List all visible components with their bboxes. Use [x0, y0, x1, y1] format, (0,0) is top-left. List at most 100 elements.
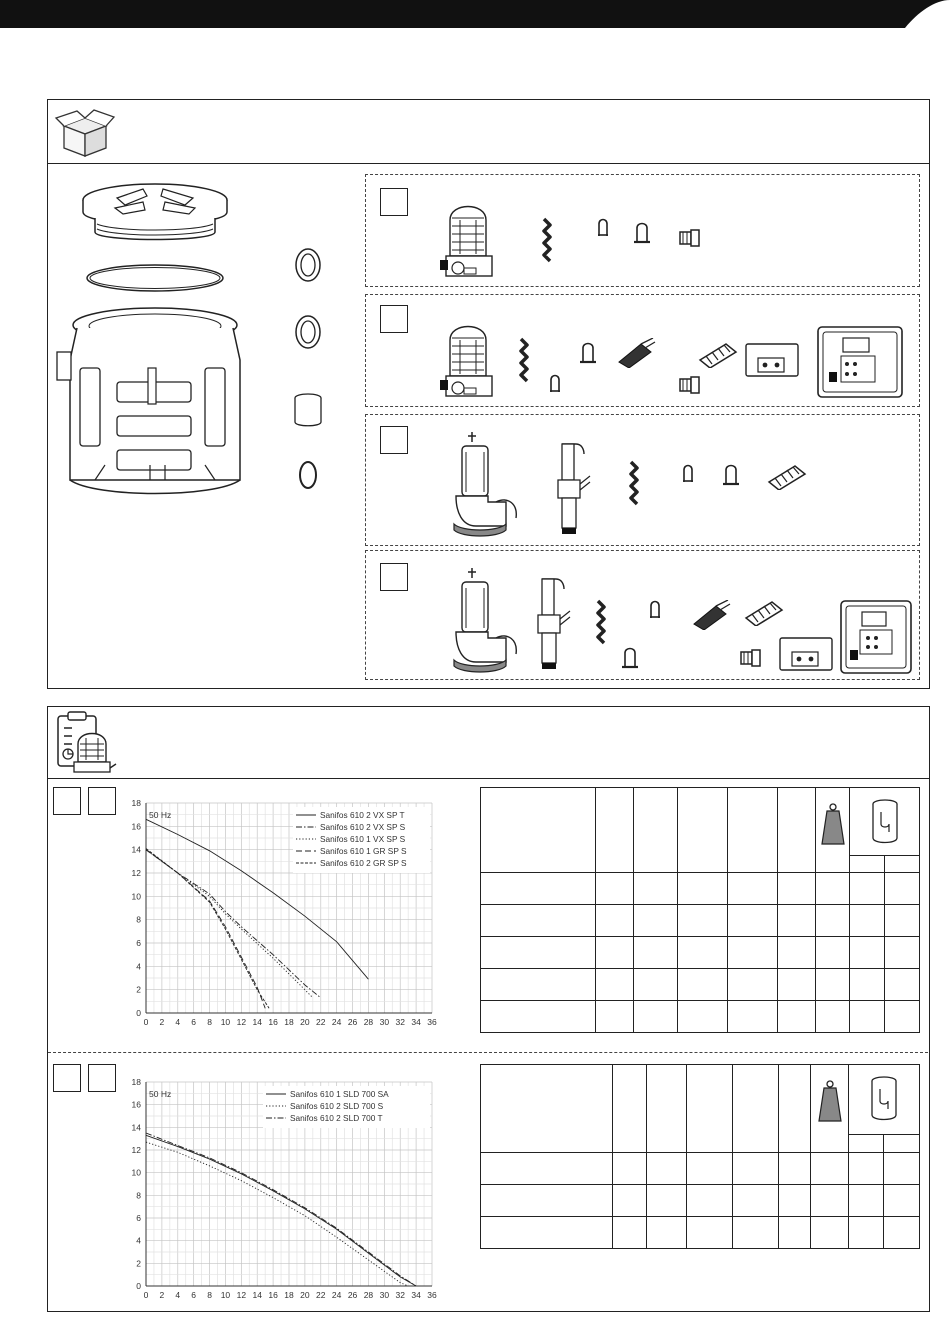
- weight-icon: [820, 803, 845, 845]
- float-switch-icon: [618, 338, 656, 368]
- x-tick-label: 14: [252, 1290, 262, 1300]
- cable-connector-icon: [698, 343, 738, 368]
- x-tick-label: 8: [207, 1290, 212, 1300]
- sleeve-part: [294, 393, 322, 427]
- x-tick-label: 34: [411, 1290, 421, 1300]
- x-tick-label: 4: [175, 1017, 180, 1027]
- frequency-annotation: 50 Hz: [149, 810, 171, 820]
- spec-header-cell: [480, 787, 596, 873]
- variant-number-box-2: [380, 305, 408, 333]
- tank-exploded-drawing: [56, 183, 241, 495]
- legend-background: [293, 807, 430, 873]
- y-tick-label: 4: [136, 1236, 141, 1246]
- x-tick-label: 12: [237, 1290, 247, 1300]
- spec-subheader-cell: [883, 1134, 920, 1153]
- tank-volume-icon: [871, 799, 898, 844]
- table-row: [480, 968, 920, 1001]
- legend-entry: Sanifos 610 2 VX SP T: [320, 810, 405, 820]
- spec-table-1: [480, 787, 920, 1033]
- lifting-chain-icon: [629, 460, 639, 506]
- alarm-box-icon: [745, 343, 799, 377]
- legend-background: [263, 1086, 430, 1128]
- table-row: [480, 1184, 920, 1217]
- lifting-chain-icon: [542, 217, 552, 263]
- y-tick-label: 12: [132, 868, 142, 878]
- table-row: [480, 1152, 920, 1185]
- x-tick-label: 20: [300, 1017, 310, 1027]
- check-valve-column-drawing: [537, 578, 571, 669]
- x-tick-label: 30: [380, 1017, 390, 1027]
- series-line-2: [145, 849, 322, 999]
- y-tick-label: 6: [136, 1213, 141, 1223]
- variant-number-box-3: [380, 426, 408, 454]
- series-line-1: [145, 1134, 417, 1287]
- x-tick-label: 2: [160, 1290, 165, 1300]
- weight-icon: [817, 1080, 842, 1122]
- y-tick-label: 0: [136, 1008, 141, 1018]
- y-tick-label: 4: [136, 961, 141, 971]
- legend-entry: Sanifos 610 2 SLD 700 S: [290, 1101, 384, 1111]
- y-tick-label: 18: [132, 798, 142, 808]
- performance-panel-divider: [47, 778, 930, 779]
- contents-panel: [47, 99, 930, 689]
- frequency-annotation: 50 Hz: [149, 1089, 171, 1099]
- bolt-shackle-icon: [723, 464, 739, 486]
- x-tick-label: 10: [221, 1290, 231, 1300]
- table-row: [480, 872, 920, 905]
- x-tick-label: 24: [332, 1017, 342, 1027]
- spec-header-cell: [646, 1064, 687, 1153]
- y-tick-label: 16: [132, 821, 142, 831]
- x-tick-label: 34: [411, 1017, 421, 1027]
- x-tick-label: 24: [332, 1290, 342, 1300]
- x-tick-label: 28: [364, 1290, 374, 1300]
- x-tick-label: 6: [191, 1017, 196, 1027]
- cable-gland-icon: [679, 229, 700, 247]
- spec-header-cell: [732, 1064, 779, 1153]
- x-tick-label: 18: [284, 1017, 294, 1027]
- spec-table-2: [480, 1064, 920, 1249]
- x-tick-label: 12: [237, 1017, 247, 1027]
- variant-number-box-4: [380, 563, 408, 591]
- x-tick-label: 32: [395, 1017, 405, 1027]
- submersible-pump-drawing: [453, 432, 517, 537]
- submersible-pump-drawing: [453, 568, 517, 673]
- x-tick-label: 18: [284, 1290, 294, 1300]
- y-tick-label: 12: [132, 1145, 142, 1155]
- legend-entry: Sanifos 610 1 GR SP S: [320, 846, 407, 856]
- spec-header-cell: [727, 787, 778, 873]
- x-tick-label: 26: [348, 1017, 358, 1027]
- control-panel-icon: [817, 326, 903, 398]
- seal-ring-1: [295, 248, 321, 282]
- open-cardboard-box-icon: [52, 104, 118, 160]
- series-line-2: [145, 1141, 409, 1287]
- pump-unit-drawing: [440, 325, 493, 397]
- variant-box-4: [365, 550, 920, 680]
- series-line-4: [145, 849, 266, 1009]
- shackle-icon: [598, 218, 608, 236]
- x-tick-label: 22: [316, 1290, 326, 1300]
- table-row: [480, 904, 920, 937]
- contents-panel-divider: [47, 163, 930, 164]
- x-tick-label: 36: [427, 1290, 437, 1300]
- x-tick-label: 32: [395, 1290, 405, 1300]
- spec-header-cell: [677, 787, 728, 873]
- legend-entry: Sanifos 610 2 SLD 700 T: [290, 1113, 383, 1123]
- x-tick-label: 0: [144, 1290, 149, 1300]
- y-tick-label: 16: [132, 1100, 142, 1110]
- cable-gland-icon: [679, 376, 700, 394]
- table-row: [480, 936, 920, 969]
- shackle-icon: [550, 374, 560, 392]
- tank-header-cell: [848, 1064, 920, 1135]
- bolt-shackle-icon: [622, 647, 638, 669]
- y-tick-label: 14: [132, 845, 142, 855]
- spec-header-cell: [633, 787, 678, 873]
- series-line-5: [145, 848, 270, 1009]
- bolt-shackle-icon: [580, 342, 596, 364]
- x-tick-label: 2: [160, 1017, 165, 1027]
- spec-header-cell: [777, 787, 816, 873]
- chart-2-number-box-a: [53, 1064, 81, 1092]
- variant-box-1: [365, 174, 920, 287]
- x-tick-label: 28: [364, 1017, 374, 1027]
